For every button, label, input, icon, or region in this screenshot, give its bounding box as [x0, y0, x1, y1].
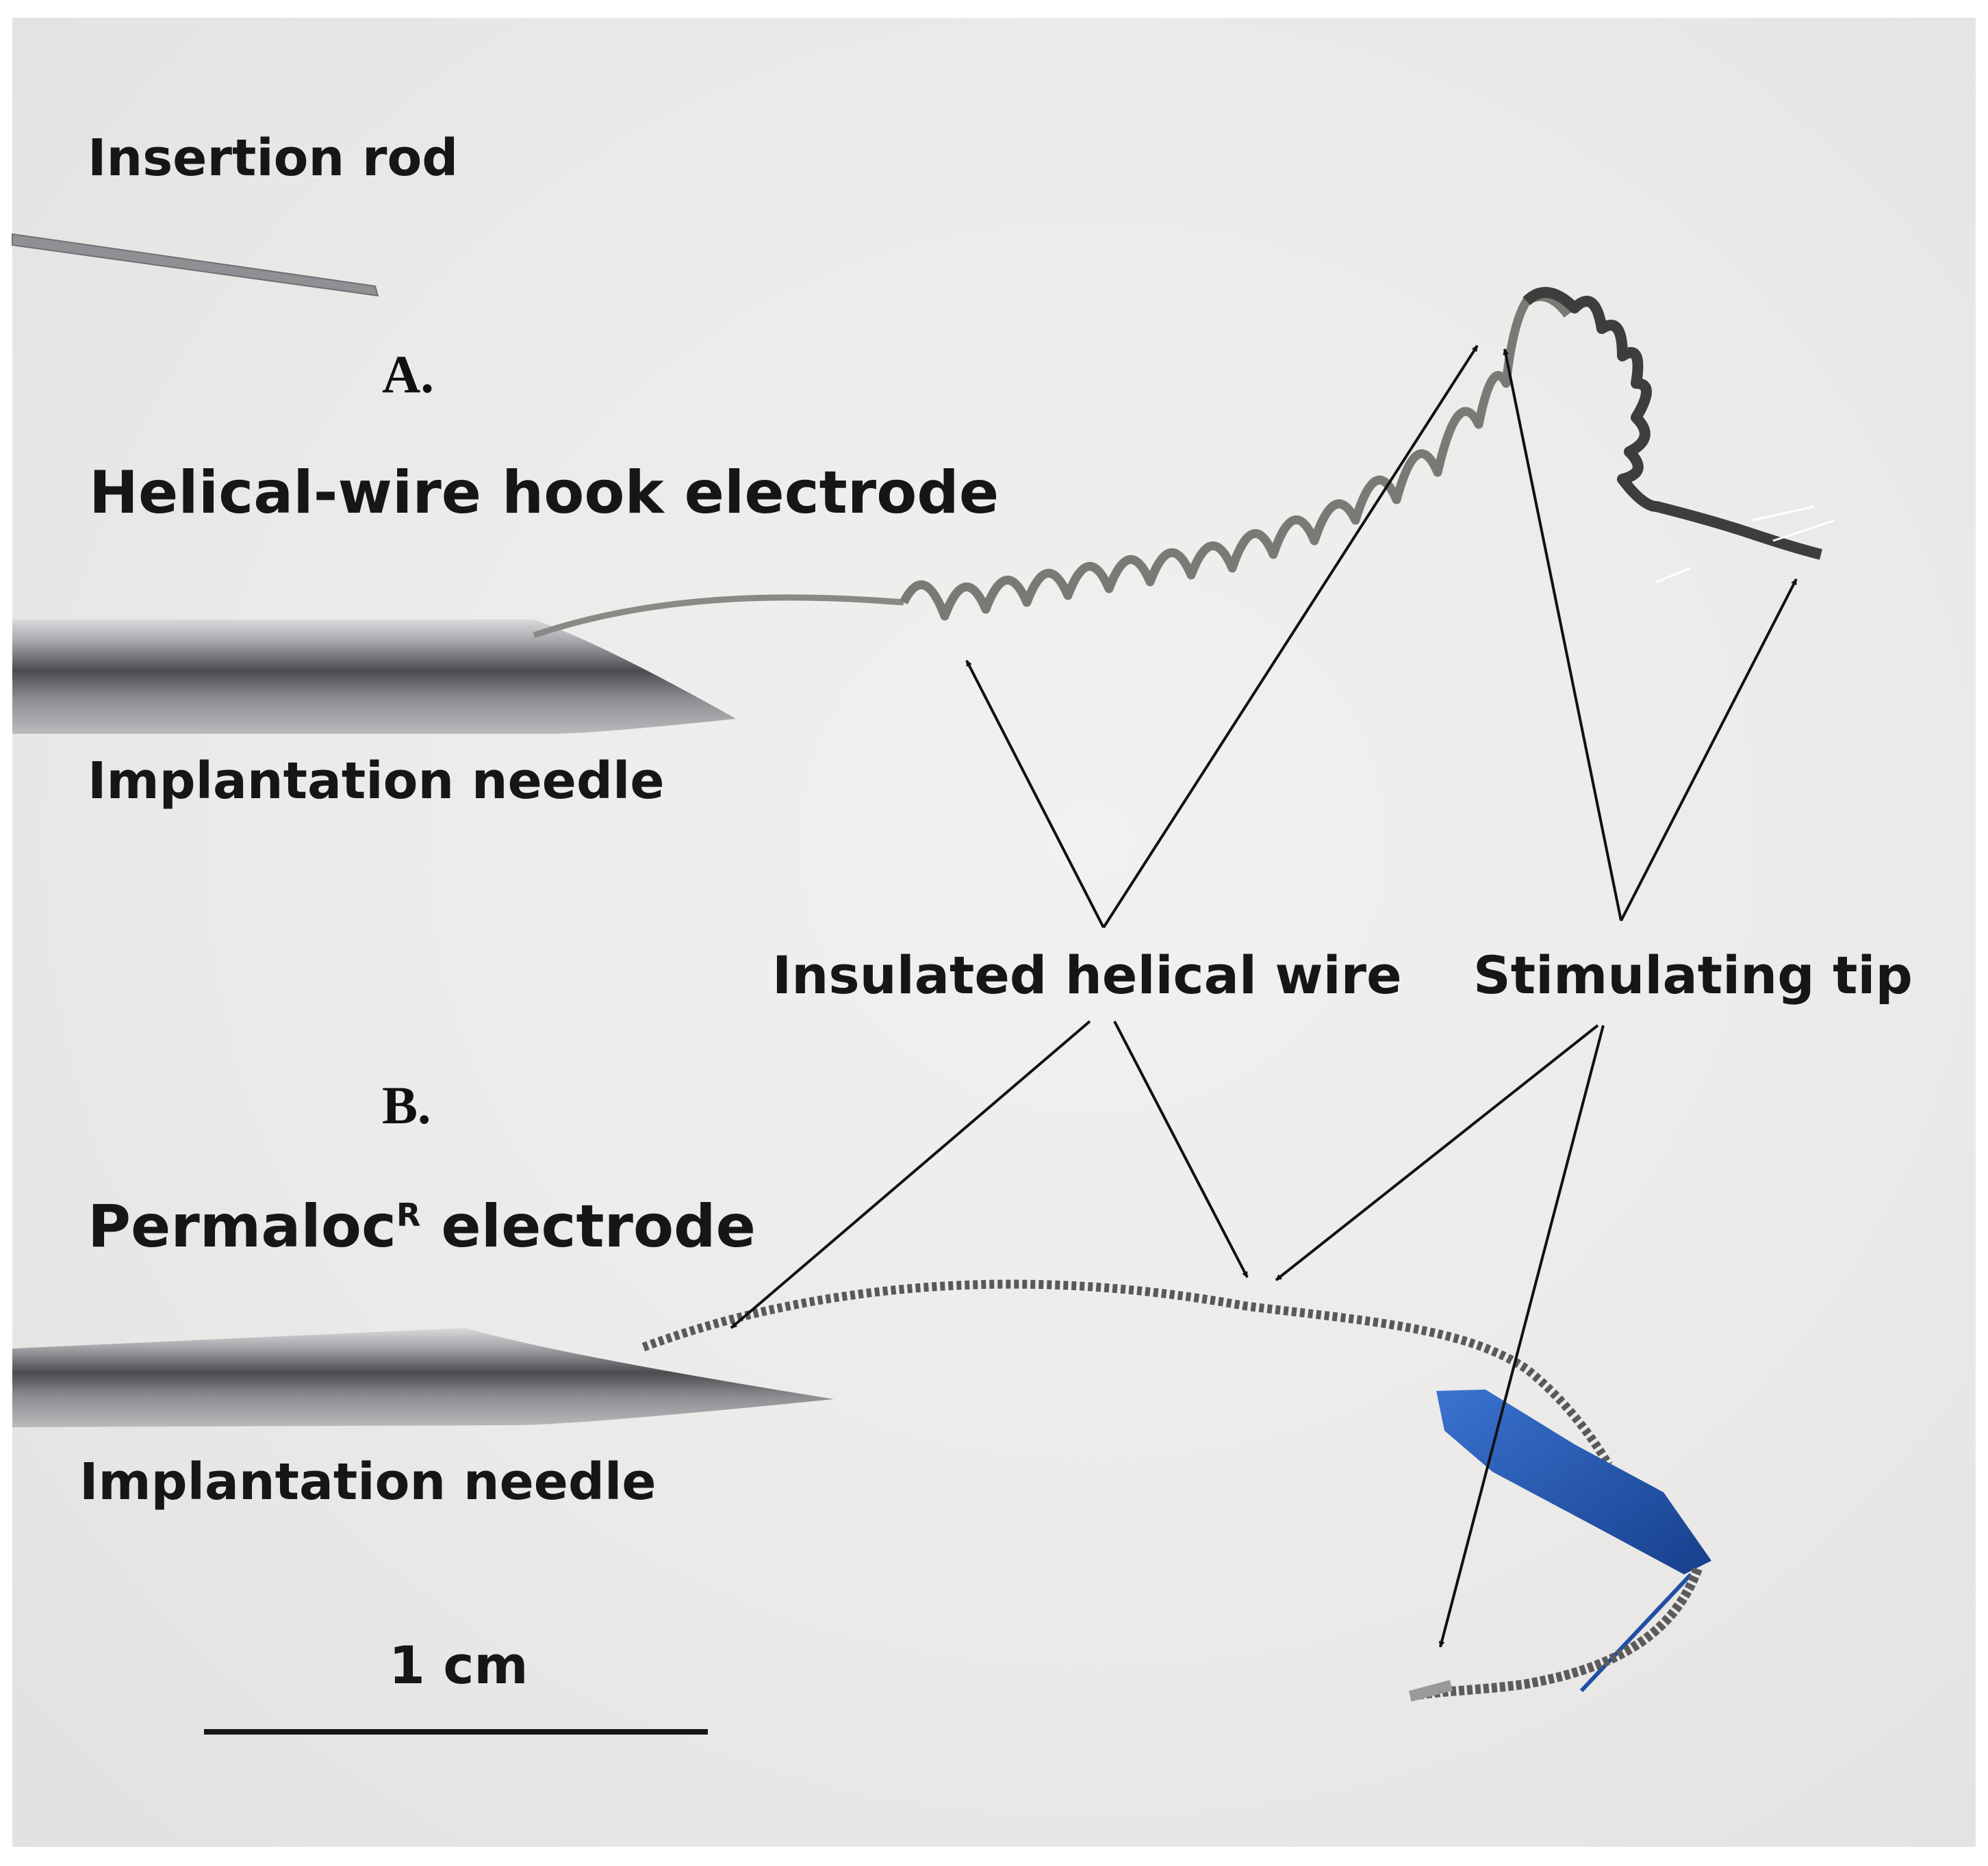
arrow-tip-b-right: [1438, 1025, 1605, 1648]
panel-b-label: B.: [382, 1075, 431, 1135]
arrow-tip-b-left: [1275, 1024, 1599, 1281]
helical-electrode-title: Helical-wire hook electrode: [89, 459, 999, 527]
arrow-wire-a-right: [1102, 344, 1479, 929]
permaloc-electrode-title: PermalocR electrode: [88, 1192, 756, 1261]
scale-bar-label: 1 cm: [389, 1635, 528, 1696]
permaloc-electrode-b: [641, 1279, 1711, 1702]
permaloc-name: Permaloc: [88, 1192, 396, 1261]
insertion-rod: [12, 233, 379, 297]
arrow-tip-a-left: [1503, 348, 1622, 921]
arrow-wire-b-left: [730, 1020, 1091, 1329]
permaloc-suffix: electrode: [420, 1192, 756, 1261]
implantation-needle-a: [12, 619, 736, 734]
callout-arrows: [730, 344, 1798, 1648]
insertion-rod-label: Insertion rod: [88, 129, 459, 188]
registered-superscript: R: [396, 1197, 421, 1234]
arrow-wire-b-right: [1113, 1021, 1249, 1278]
panel-a-label: A.: [382, 344, 434, 404]
implantation-needle-b-label: Implantation needle: [79, 1453, 657, 1511]
insulated-helical-wire-label: Insulated helical wire: [772, 945, 1402, 1006]
implantation-needle-b: [12, 1328, 834, 1427]
implantation-needle-a-label: Implantation needle: [88, 752, 665, 810]
helical-wire-electrode-a: [533, 287, 1835, 639]
stimulating-tip-label: Stimulating tip: [1473, 945, 1913, 1006]
arrow-tip-a-right: [1620, 578, 1798, 921]
arrow-wire-a-left: [965, 660, 1105, 928]
